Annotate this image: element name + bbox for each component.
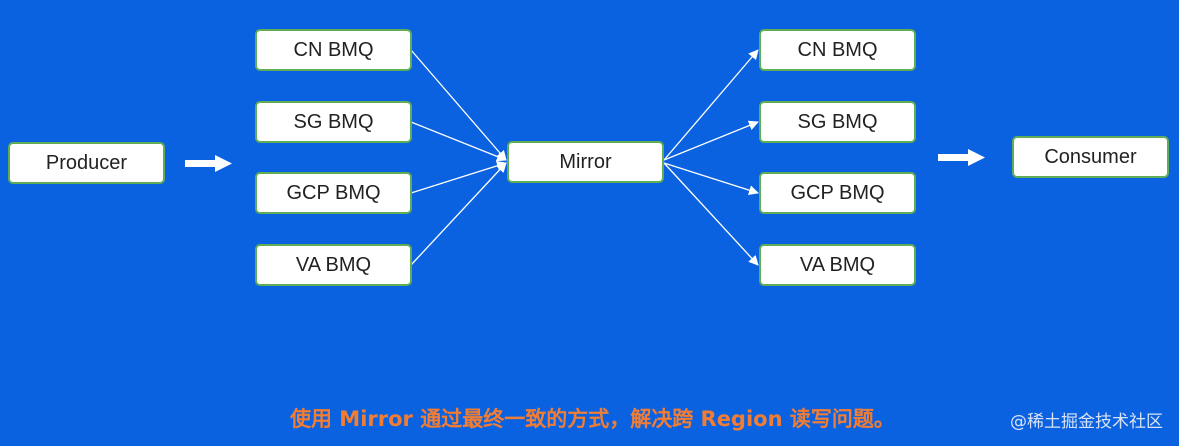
left-queue-cn: CN BMQ: [255, 29, 412, 71]
arrow-producer-to-queues: [185, 155, 232, 172]
edge-mirror-to-gcp-right: [663, 162, 759, 196]
edge-mirror-to-va-right: [663, 162, 759, 266]
right-queue-gcp: GCP BMQ: [759, 172, 916, 214]
arrow-queues-to-consumer: [938, 149, 985, 166]
edge-cn-left-to-mirror: [410, 49, 507, 161]
watermark: @稀土掘金技术社区: [1010, 412, 1163, 432]
mirror-node: Mirror: [507, 141, 664, 183]
edge-mirror-to-cn-right: [663, 49, 759, 161]
left-queue-va: VA BMQ: [255, 244, 412, 286]
edge-gcp-left-to-mirror: [410, 160, 507, 194]
consumer-node: Consumer: [1012, 136, 1169, 178]
caption-subtitle: 使用 Mirror 通过最终一致的方式，解决跨 Region 读写问题。: [290, 407, 895, 431]
producer-node: Producer: [8, 142, 165, 184]
right-queue-cn: CN BMQ: [759, 29, 916, 71]
right-queue-sg: SG BMQ: [759, 101, 916, 143]
left-queue-sg: SG BMQ: [255, 101, 412, 143]
left-queue-gcp: GCP BMQ: [255, 172, 412, 214]
edge-va-left-to-mirror: [410, 162, 507, 266]
edge-sg-left-to-mirror: [410, 121, 507, 162]
right-queue-va: VA BMQ: [759, 244, 916, 286]
edge-mirror-to-sg-right: [663, 120, 759, 161]
